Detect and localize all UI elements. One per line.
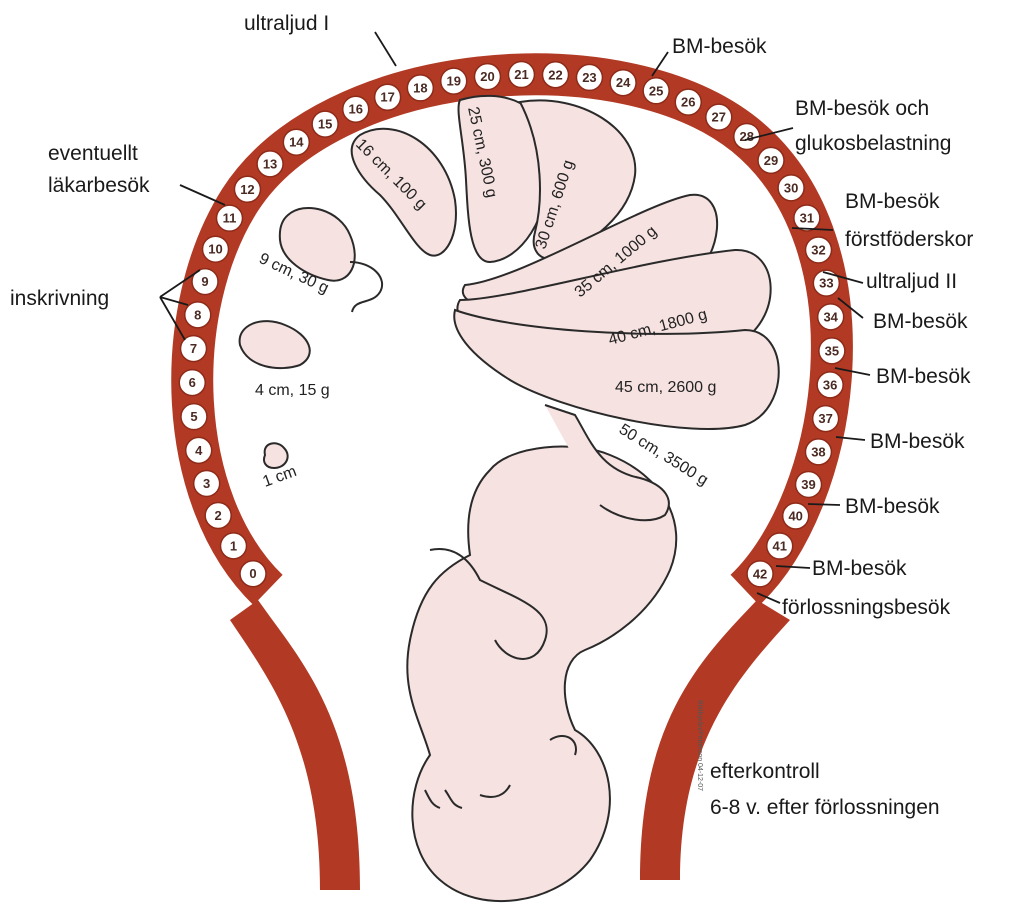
label-bm-41: BM-besök xyxy=(812,557,907,580)
label-bm-37: BM-besök xyxy=(870,430,965,453)
week-number: 35 xyxy=(825,343,839,358)
label-bm-35: BM-besök xyxy=(876,365,971,388)
size-45cm: 45 cm, 2600 g xyxy=(615,379,716,396)
label-forlossning: förlossningsbesök xyxy=(782,596,951,619)
week-number: 2 xyxy=(215,508,222,523)
line-eventuellt xyxy=(180,185,225,205)
label-bm-28-line2: glukosbelastning xyxy=(795,132,951,155)
label-efterkontroll-line1: efterkontroll xyxy=(710,760,820,783)
week-number: 27 xyxy=(712,110,726,125)
label-bm-31-line2: förstföderskor xyxy=(845,228,973,251)
label-inskrivning: inskrivning xyxy=(10,287,109,310)
week-number: 24 xyxy=(616,75,631,90)
week-number: 25 xyxy=(649,83,663,98)
line-bm-39 xyxy=(808,504,840,505)
label-bm-31-line1: BM-besök xyxy=(845,190,940,213)
week-number: 34 xyxy=(823,309,838,324)
week-number: 9 xyxy=(201,274,208,289)
week-number: 14 xyxy=(289,135,304,150)
week-number: 4 xyxy=(195,443,203,458)
week-number: 3 xyxy=(203,476,210,491)
credit: Bildbyrån/Petterson 04-12-07 xyxy=(696,700,704,791)
week-number: 23 xyxy=(582,70,596,85)
week-number: 19 xyxy=(446,74,460,89)
fetus-1cm xyxy=(264,443,288,468)
line-ultraljud1 xyxy=(375,32,396,66)
week-number: 18 xyxy=(413,80,427,95)
week-number: 15 xyxy=(318,117,332,132)
week-number: 26 xyxy=(681,95,695,110)
week-number: 7 xyxy=(190,341,197,356)
label-eventuellt-line2: läkarbesök xyxy=(48,174,150,197)
week-number: 0 xyxy=(249,566,256,581)
label-bm-33: BM-besök xyxy=(873,310,968,333)
week-number: 8 xyxy=(194,307,201,322)
week-number: 6 xyxy=(189,375,196,390)
week-number: 36 xyxy=(823,377,837,392)
cervix-right xyxy=(640,600,790,880)
label-bm-28-line1: BM-besök och xyxy=(795,97,929,120)
week-number: 13 xyxy=(263,156,277,171)
week-number: 16 xyxy=(348,102,362,117)
fetus-4cm xyxy=(240,321,310,368)
week-number: 41 xyxy=(772,539,786,554)
week-number: 11 xyxy=(223,211,237,226)
size-1cm: 1 cm xyxy=(261,463,299,491)
label-eventuellt-line1: eventuellt xyxy=(48,142,138,165)
week-number: 38 xyxy=(811,444,825,459)
week-number: 29 xyxy=(764,153,778,168)
week-number: 37 xyxy=(818,411,832,426)
week-number: 39 xyxy=(801,477,815,492)
week-number: 31 xyxy=(800,210,814,225)
week-number: 30 xyxy=(784,180,798,195)
umbilical-cord xyxy=(350,262,382,312)
week-number: 42 xyxy=(753,566,767,581)
label-bm-25: BM-besök xyxy=(672,35,767,58)
week-number: 5 xyxy=(190,409,197,424)
week-number: 20 xyxy=(480,69,494,84)
week-number: 40 xyxy=(788,508,802,523)
week-number: 33 xyxy=(819,276,833,291)
label-ultraljud1: ultraljud I xyxy=(244,12,329,35)
week-number: 22 xyxy=(548,67,562,82)
cervix-left xyxy=(230,600,360,890)
week-number: 32 xyxy=(811,242,825,257)
week-number: 28 xyxy=(740,129,754,144)
label-bm-39: BM-besök xyxy=(845,495,940,518)
week-number: 21 xyxy=(514,67,528,82)
week-number: 12 xyxy=(240,182,254,197)
label-efterkontroll-line2: 6-8 v. efter förlossningen xyxy=(710,796,940,819)
week-number: 17 xyxy=(380,90,394,105)
label-ultraljud2: ultraljud II xyxy=(866,270,957,293)
week-number: 10 xyxy=(208,242,222,257)
week-number: 1 xyxy=(230,538,237,553)
size-4cm: 4 cm, 15 g xyxy=(255,382,330,399)
